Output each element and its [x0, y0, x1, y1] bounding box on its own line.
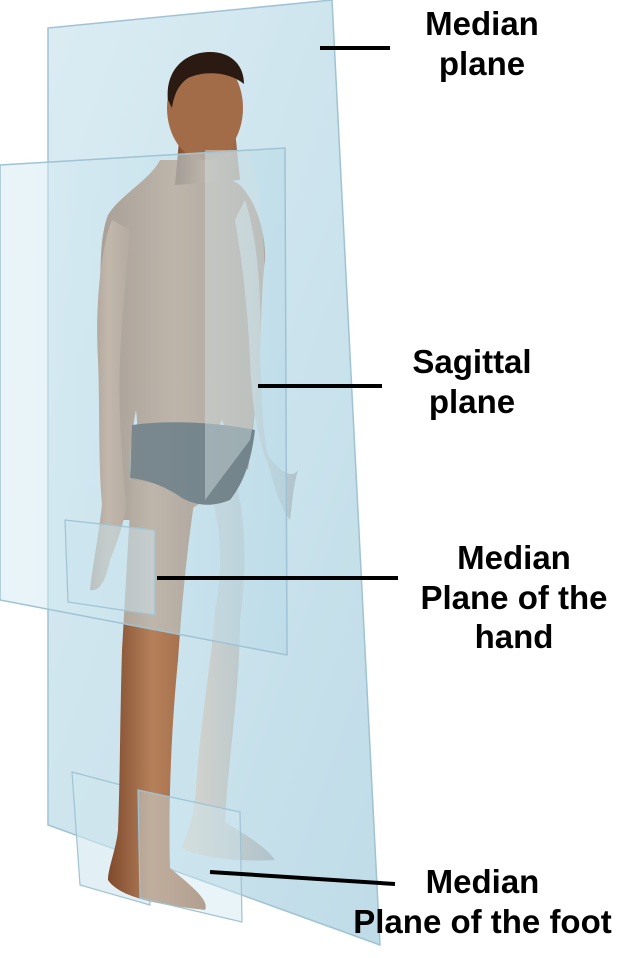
label-median-plane: Median plane	[402, 4, 562, 83]
label-median-plane-hand: Median Plane of the hand	[400, 538, 628, 657]
median-plane-foot	[138, 790, 242, 922]
label-median-plane-line-1: Median	[402, 4, 562, 44]
label-hand-line-3: hand	[400, 617, 628, 657]
label-sagittal-plane-line-1: Sagittal	[392, 342, 552, 382]
median-plane-hand	[65, 520, 155, 615]
label-foot-line-2: Plane of the foot	[330, 902, 635, 942]
label-hand-line-1: Median	[400, 538, 628, 578]
label-foot-line-1: Median	[330, 862, 635, 902]
label-median-plane-line-2: plane	[402, 44, 562, 84]
label-sagittal-plane-line-2: plane	[392, 382, 552, 422]
label-median-plane-foot: Median Plane of the foot	[330, 862, 635, 941]
label-sagittal-plane: Sagittal plane	[392, 342, 552, 421]
label-hand-line-2: Plane of the	[400, 578, 628, 618]
